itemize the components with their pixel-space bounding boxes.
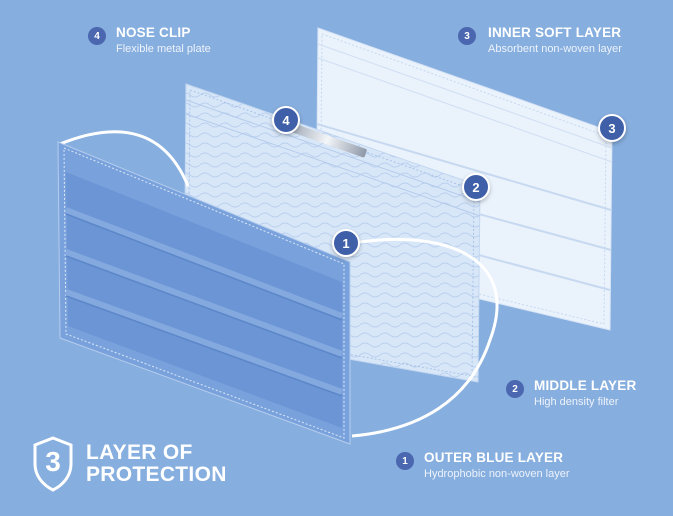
marker-1: 1 bbox=[332, 229, 360, 257]
marker-4: 4 bbox=[272, 106, 300, 134]
middle-layer-number: 2 bbox=[506, 380, 524, 398]
middle-layer-subtitle: High density filter bbox=[534, 396, 618, 408]
outer-layer-subtitle: Hydrophobic non-woven layer bbox=[424, 468, 570, 480]
inner-layer-subtitle: Absorbent non-woven layer bbox=[488, 43, 622, 55]
marker-3: 3 bbox=[598, 114, 626, 142]
outer-layer-number: 1 bbox=[396, 452, 414, 470]
middle-layer-title: MIDDLE LAYER bbox=[534, 378, 636, 393]
outer-layer-title: OUTER BLUE LAYER bbox=[424, 450, 563, 465]
marker-2: 2 bbox=[462, 173, 490, 201]
protection-line-1: LAYER OF bbox=[86, 442, 227, 464]
inner-layer-number: 3 bbox=[458, 27, 476, 45]
protection-line-2: PROTECTION bbox=[86, 464, 227, 486]
nose-clip-subtitle: Flexible metal plate bbox=[116, 43, 211, 55]
protection-title: LAYER OF PROTECTION bbox=[86, 442, 227, 486]
nose-clip-number: 4 bbox=[88, 27, 106, 45]
nose-clip-title: NOSE CLIP bbox=[116, 25, 191, 40]
inner-layer-title: INNER SOFT LAYER bbox=[488, 25, 621, 40]
protection-number: 3 bbox=[32, 446, 74, 478]
